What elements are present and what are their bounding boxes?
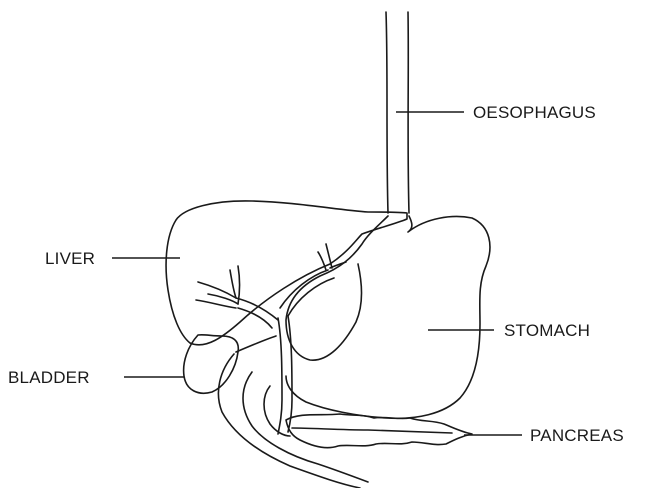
duodenum — [218, 354, 368, 488]
liver-label: LIVER — [45, 249, 95, 268]
oesophagus-label: OESOPHAGUS — [473, 103, 596, 122]
pancreas-label: PANCREAS — [530, 426, 624, 445]
gall-bladder — [184, 335, 239, 393]
stomach-label: STOMACH — [504, 321, 590, 340]
bladder-label: BLADDER — [8, 368, 90, 387]
stomach — [286, 216, 490, 418]
pancreatic-duct — [292, 428, 452, 433]
